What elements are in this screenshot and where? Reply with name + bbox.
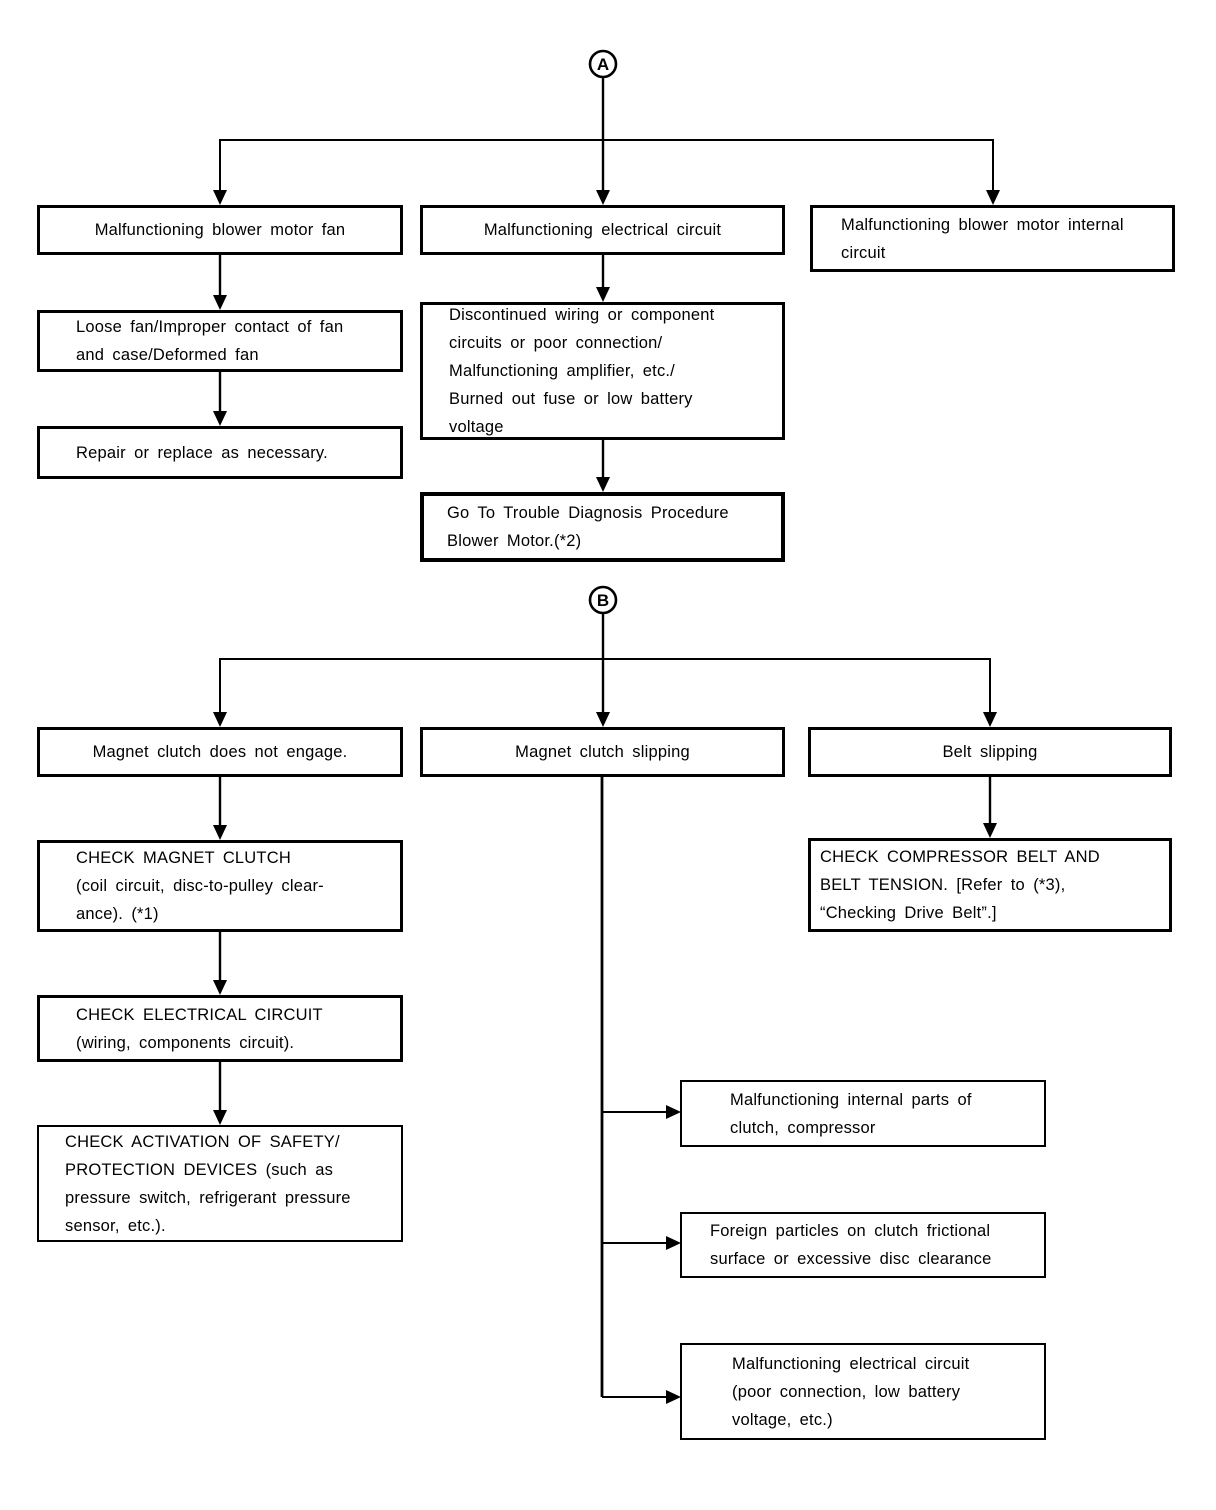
node-check-activation-safety-protection: CHECK ACTIVATION OF SAFETY/ PROTECTION D… xyxy=(37,1125,403,1242)
node-text: CHECK ACTIVATION OF SAFETY/ PROTECTION D… xyxy=(65,1132,351,1235)
node-foreign-particles-clutch: Foreign particles on clutch frictional s… xyxy=(680,1212,1046,1278)
node-text: Malfunctioning electrical circuit xyxy=(483,221,722,239)
node-text: Go To Trouble Diagnosis Procedure Blower… xyxy=(447,504,729,550)
node-malfunctioning-electrical-circuit-slip: Malfunctioning electrical circuit (poor … xyxy=(680,1343,1046,1440)
node-text: Belt slipping xyxy=(942,743,1038,761)
node-text: Foreign particles on clutch frictional s… xyxy=(710,1222,992,1268)
section-b-badge-label: B xyxy=(597,591,609,610)
node-loose-fan-detail: Loose fan/Improper contact of fan and ca… xyxy=(37,310,403,372)
node-discontinued-wiring-detail: Discontinued wiring or component circuit… xyxy=(420,302,785,440)
node-text: Malfunctioning blower motor fan xyxy=(94,221,346,239)
node-magnet-clutch-does-not-engage: Magnet clutch does not engage. xyxy=(37,727,403,777)
node-text: Malfunctioning blower motor internal cir… xyxy=(841,215,1124,262)
node-check-compressor-belt-tension: CHECK COMPRESSOR BELT AND BELT TENSION. … xyxy=(808,838,1172,932)
node-malfunctioning-electrical-circuit: Malfunctioning electrical circuit xyxy=(420,205,785,255)
node-belt-slipping: Belt slipping xyxy=(808,727,1172,777)
node-malfunctioning-blower-motor-internal-circuit: Malfunctioning blower motor internal cir… xyxy=(810,205,1175,272)
node-text: Discontinued wiring or component circuit… xyxy=(449,306,715,436)
node-text: Repair or replace as necessary. xyxy=(76,443,328,462)
node-repair-or-replace: Repair or replace as necessary. xyxy=(37,426,403,479)
node-check-magnet-clutch: CHECK MAGNET CLUTCH (coil circuit, disc-… xyxy=(37,840,403,932)
node-text: Magnet clutch does not engage. xyxy=(92,743,348,761)
node-text: CHECK COMPRESSOR BELT AND BELT TENSION. … xyxy=(820,848,1100,922)
node-text: CHECK MAGNET CLUTCH (coil circuit, disc-… xyxy=(76,849,324,923)
node-text: Malfunctioning electrical circuit (poor … xyxy=(732,1354,970,1429)
node-text: CHECK ELECTRICAL CIRCUIT (wiring, compon… xyxy=(76,1005,323,1052)
node-magnet-clutch-slipping: Magnet clutch slipping xyxy=(420,727,785,777)
node-malfunctioning-blower-motor-fan: Malfunctioning blower motor fan xyxy=(37,205,403,255)
node-check-electrical-circuit: CHECK ELECTRICAL CIRCUIT (wiring, compon… xyxy=(37,995,403,1062)
section-a-badge-label: A xyxy=(597,55,609,74)
node-text: Magnet clutch slipping xyxy=(515,743,690,761)
node-malfunctioning-internal-parts: Malfunctioning internal parts of clutch,… xyxy=(680,1080,1046,1147)
node-text: Loose fan/Improper contact of fan and ca… xyxy=(76,318,344,364)
node-go-to-trouble-diagnosis-blower-motor: Go To Trouble Diagnosis Procedure Blower… xyxy=(420,492,785,562)
node-text: Malfunctioning internal parts of clutch,… xyxy=(730,1090,972,1137)
